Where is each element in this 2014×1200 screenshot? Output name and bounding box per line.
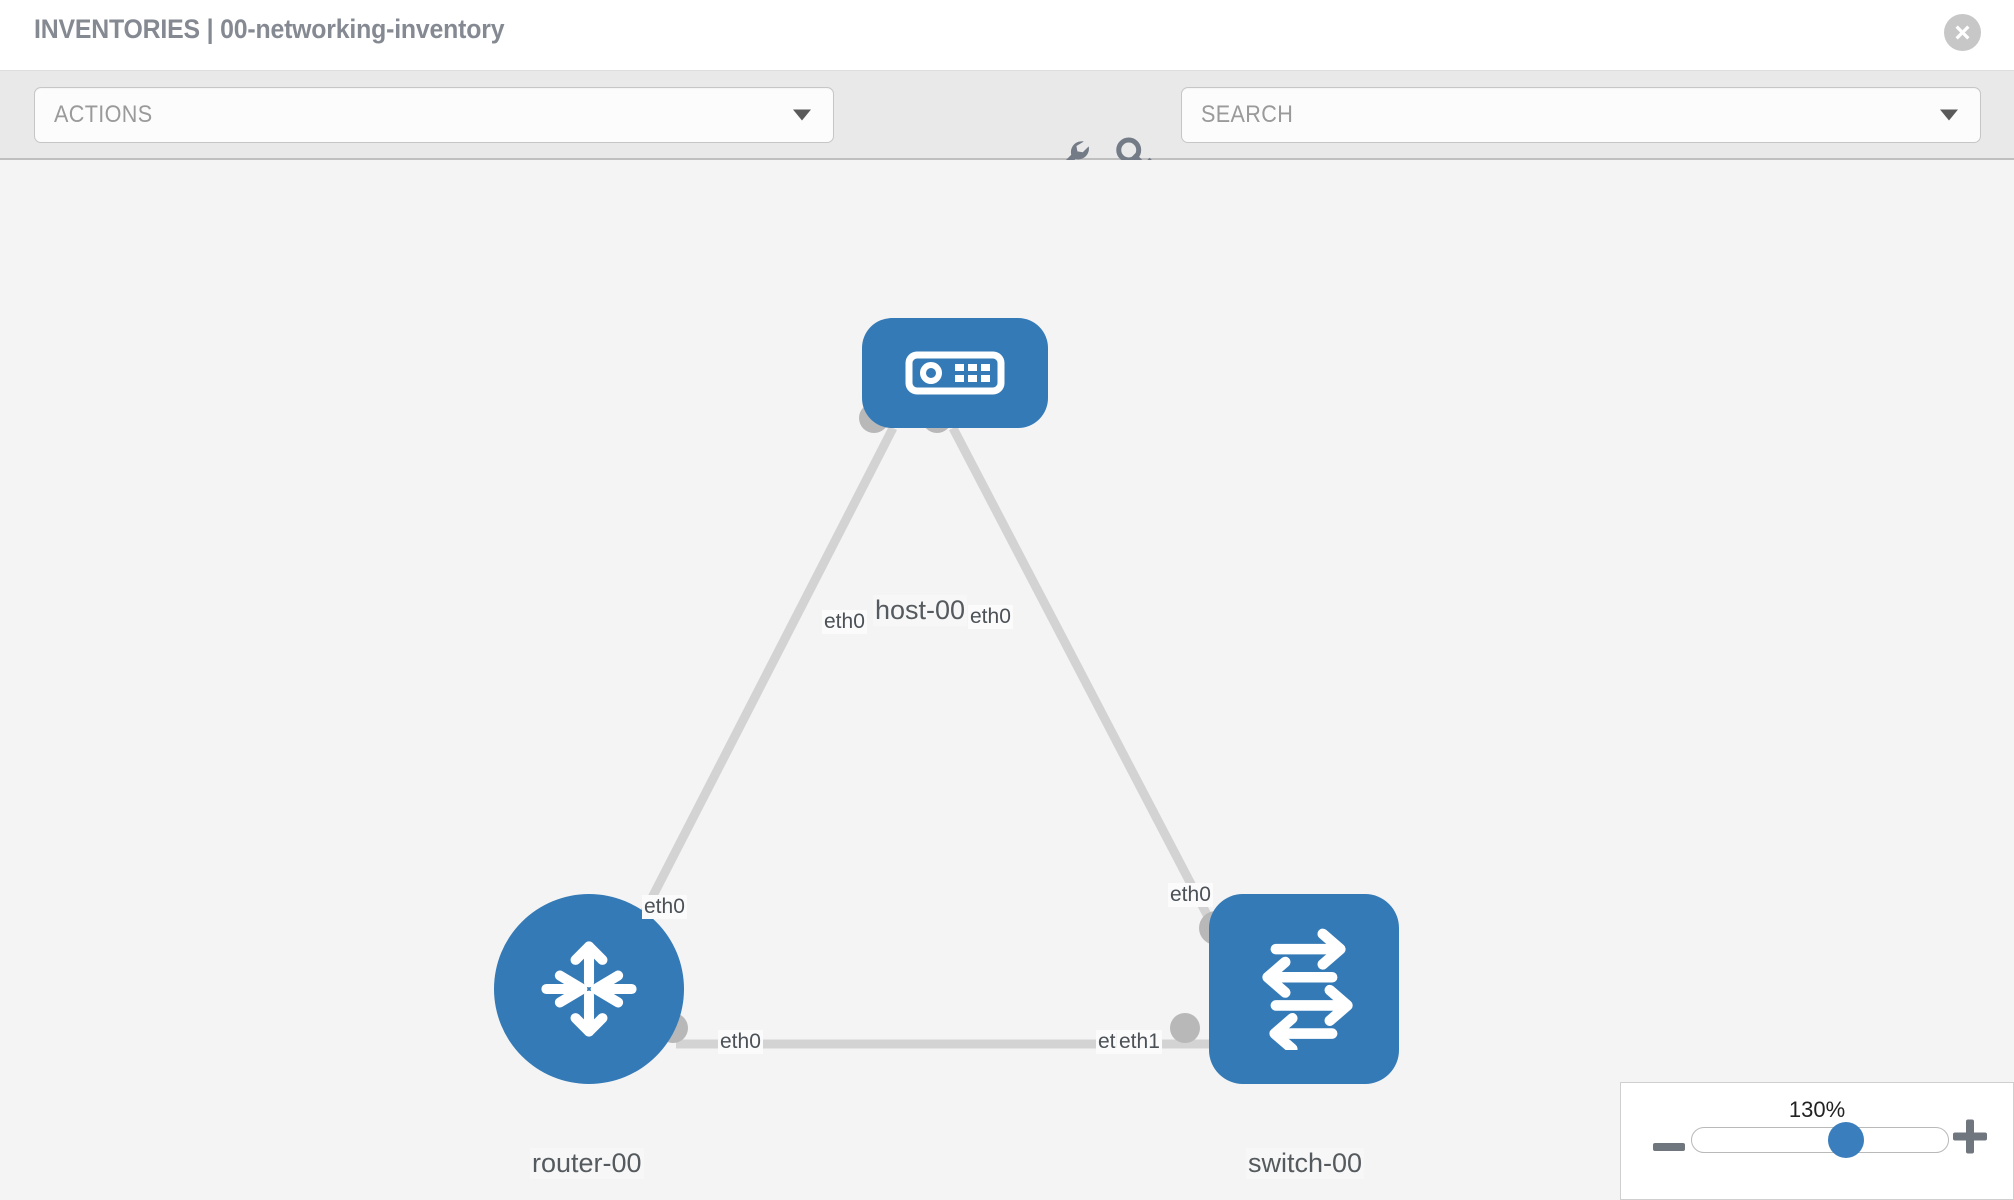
interface-label: eth0 [968,605,1013,629]
toolbar: ACTIONS SEARCH [0,70,2014,179]
link-host-switch [949,425,1232,958]
node-label-switch-00: switch-00 [1246,1148,1365,1179]
node-port[interactable] [1170,1013,1200,1043]
interface-label: eth0 [1168,883,1213,907]
interface-label: eth0 [822,610,867,634]
router-node-shape[interactable] [494,894,684,1084]
topology-links [615,425,1232,1049]
zoom-control: 130% [1620,1082,2014,1200]
close-icon[interactable] [1944,14,1981,51]
topology-graph: host-00 router-00 [0,160,2014,1200]
switch-icon [1262,928,1353,1050]
router-icon [541,941,637,1037]
node-label-host-00: host-00 [873,595,968,626]
minus-icon [1653,1143,1685,1151]
host-node-shape[interactable] [862,318,1048,428]
search-dropdown[interactable]: SEARCH [1181,87,1981,143]
chevron-down-icon [1940,109,1958,121]
zoom-in-button[interactable] [1953,1119,1987,1161]
actions-dropdown-label: ACTIONS [54,101,153,128]
zoom-slider-thumb[interactable] [1827,1122,1864,1158]
zoom-level-label: 130% [1788,1097,1846,1122]
server-icon [905,351,1005,395]
topology-canvas[interactable]: host-00 router-00 [0,160,2014,1200]
plus-icon [1953,1119,1987,1154]
node-router-00[interactable] [494,894,684,1084]
zoom-slider-track[interactable] [1691,1122,1949,1158]
node-host-00[interactable] [862,318,1048,428]
interface-label: eth1 [1117,1030,1162,1054]
page-title: INVENTORIES | 00-networking-inventory [34,14,505,44]
actions-dropdown[interactable]: ACTIONS [34,87,834,143]
zoom-out-button[interactable] [1653,1122,1685,1158]
page-header: INVENTORIES | 00-networking-inventory [0,0,2014,70]
interface-label: eth0 [718,1030,763,1054]
search-input-placeholder: SEARCH [1201,101,1294,128]
chevron-down-icon [793,109,811,121]
link-host-router [615,425,898,963]
interface-label: eth0 [642,895,687,919]
node-label-router-00: router-00 [530,1148,644,1179]
switch-node-shape[interactable] [1209,894,1399,1084]
node-switch-00[interactable] [1209,894,1399,1084]
